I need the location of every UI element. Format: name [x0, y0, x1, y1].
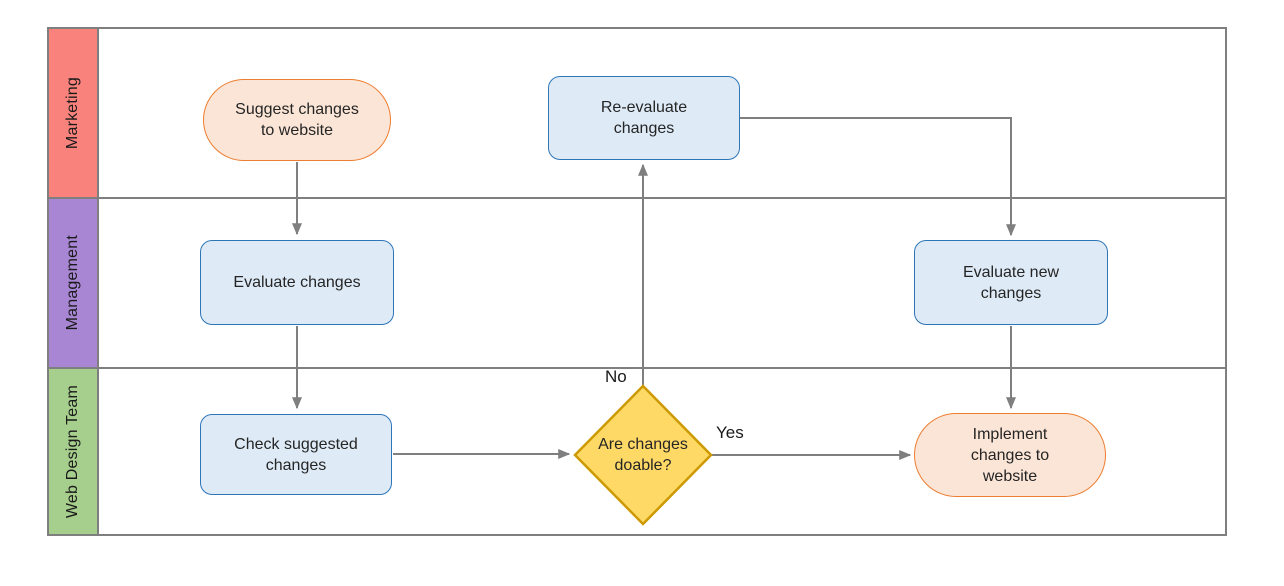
lane-label-marketing: Marketing [47, 27, 99, 199]
node-check-suggested-changes[interactable]: Check suggested changes [200, 414, 392, 495]
node-evaluate-changes-label: Evaluate changes [233, 274, 361, 291]
node-reevaluate-changes-label: Re-evaluate changes [600, 99, 688, 137]
lane-label-web-design-team-text: Web Design Team [64, 384, 81, 519]
node-decision-are-changes-doable[interactable]: Are changes doable? [593, 407, 693, 503]
lane-label-management-text: Management [64, 235, 81, 331]
node-decision-label: Are changes doable? [598, 436, 688, 474]
lane-label-web-design-team: Web Design Team [47, 367, 99, 536]
node-evaluate-new-changes[interactable]: Evaluate new changes [914, 240, 1108, 325]
node-implement-changes-label: Implement changes to website [970, 425, 1050, 485]
lane-label-management: Management [47, 197, 99, 369]
node-implement-changes[interactable]: Implement changes to website [914, 413, 1106, 497]
node-check-suggested-changes-label: Check suggested changes [234, 435, 358, 474]
node-evaluate-changes[interactable]: Evaluate changes [200, 240, 394, 325]
node-evaluate-new-changes-label: Evaluate new changes [962, 263, 1060, 302]
node-suggest-changes[interactable]: Suggest changes to website [203, 79, 391, 161]
node-suggest-changes-label: Suggest changes to website [235, 101, 359, 139]
lane-label-marketing-text: Marketing [64, 76, 81, 150]
edge-label-no: No [605, 367, 627, 386]
node-reevaluate-changes[interactable]: Re-evaluate changes [548, 76, 740, 160]
edge-label-yes: Yes [716, 423, 744, 442]
